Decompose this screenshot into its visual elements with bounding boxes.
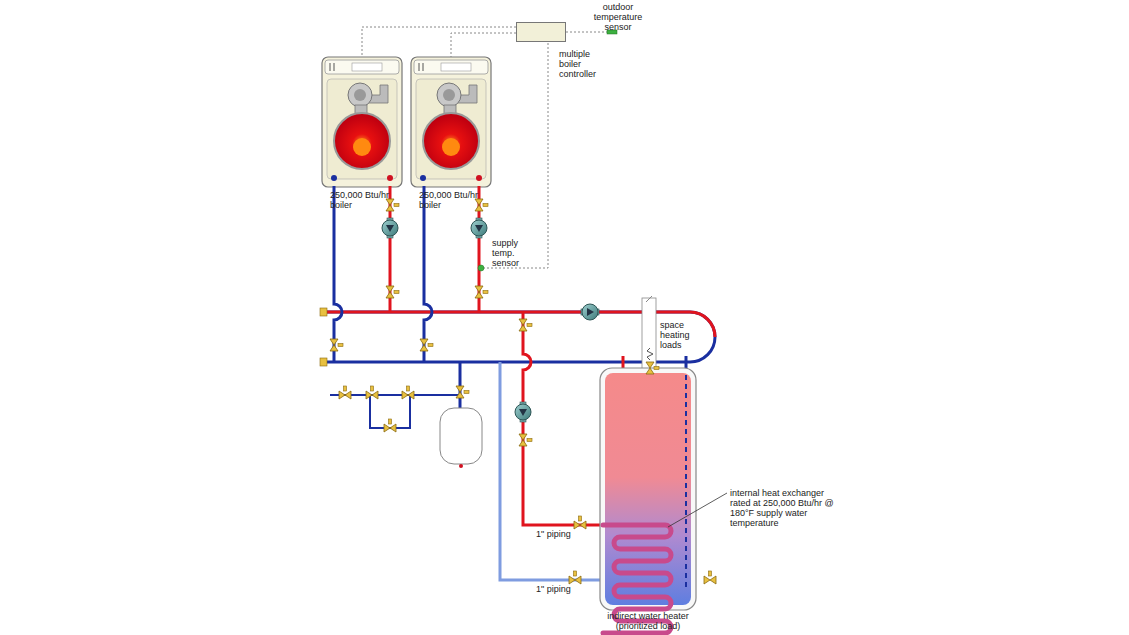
callout-note: internal heat exchanger rated at 250,000… xyxy=(730,488,838,528)
boiler: 250,000 Btu/hr boiler xyxy=(411,57,491,187)
control-wire xyxy=(362,27,516,57)
control-wire xyxy=(451,33,516,57)
pipe-size: 1" piping xyxy=(536,584,576,594)
pipe-size: 1" piping xyxy=(536,529,576,539)
node-label: 250,000 Btu/hr boiler xyxy=(419,190,485,210)
node-label: 250,000 Btu/hr boiler xyxy=(330,190,396,210)
sensor-label: outdoor temperature sensor xyxy=(588,2,648,32)
node-label: multiple boiler controller xyxy=(559,49,611,79)
controller-box: multiple boiler controller xyxy=(516,22,566,42)
leader-line xyxy=(668,493,727,527)
sensor-label: supply temp. sensor xyxy=(492,238,542,268)
boiler: 250,000 Btu/hr boiler xyxy=(322,57,402,187)
node-label: indirect water heater (prioritized load) xyxy=(586,611,710,631)
indirect-water-heater: indirect water heater (prioritized load) xyxy=(600,368,696,610)
load-label: space heating loads xyxy=(660,320,700,350)
